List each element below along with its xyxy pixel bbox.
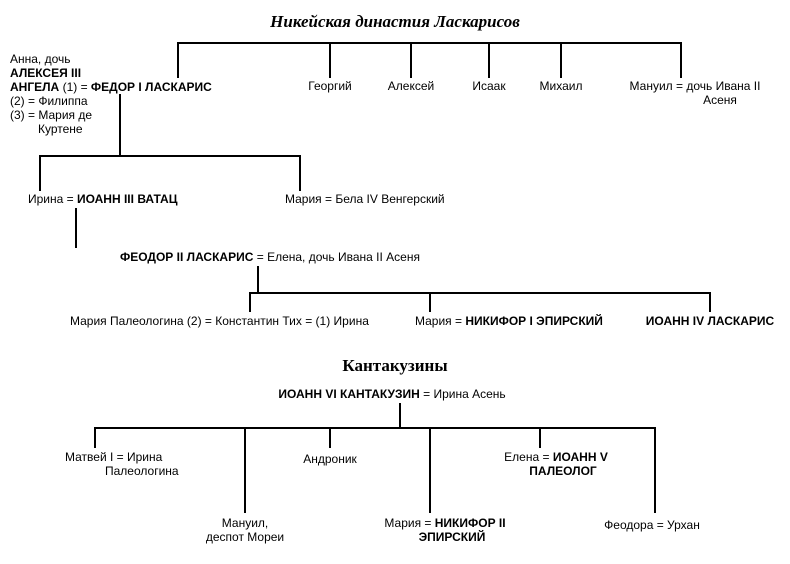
node-feodora-urkhan: Феодора = Урхан xyxy=(604,518,700,532)
node-manuil-morea-line2: деспот Мореи xyxy=(205,530,285,544)
laskaris-tree-title: Никейская династия Ласкарисов xyxy=(270,12,520,31)
node-anna-line2-aleksey-iii: АЛЕКСЕЯ III xyxy=(10,66,82,80)
irina-label: Ирина = xyxy=(28,192,77,206)
ioann-vi-label: ИОАНН VI КАНТАКУЗИН xyxy=(278,387,420,401)
laskaris-fedor-descent-comb xyxy=(39,94,301,191)
node-elena-ioann-v-line1: Елена = ИОАНН V xyxy=(504,450,608,464)
node-maria-nikifor-ii-line1: Мария = НИКИФОР II xyxy=(384,516,505,530)
node-andronik: Андроник xyxy=(303,452,357,466)
node-ioann-iv-laskaris: ИОАНН IV ЛАСКАРИС xyxy=(645,314,775,328)
node-anna-fedor-i-marriage: АНГЕЛА (1) = ФЕДОР I ЛАСКАРИС xyxy=(10,80,212,94)
node-manuil-line1: Мануил = дочь Ивана II xyxy=(629,79,761,93)
maria2-label: Мария = xyxy=(384,516,435,530)
node-irina-ioann-iii-vatats: Ирина = ИОАНН III ВАТАЦ xyxy=(28,192,177,206)
node-matvey-line1: Матвей I = Ирина xyxy=(65,450,163,464)
node-maria-bela-iv: Мария = Бела IV Венгерский xyxy=(285,192,445,206)
marriage1-label: (1) = xyxy=(59,80,91,94)
node-anna-line1: Анна, дочь xyxy=(10,52,71,66)
node-ioann-vi-kantakuzin: ИОАНН VI КАНТАКУЗИН = Ирина Асень xyxy=(278,387,505,401)
node-anna-line6-kurtene: Куртене xyxy=(38,122,83,136)
node-manuil-morea-line1: Мануил, xyxy=(221,516,269,530)
maria-label: Мария = xyxy=(415,314,466,328)
laskaris-gen1-comb xyxy=(177,42,682,78)
kantakuzin-descent-comb xyxy=(94,403,656,513)
irina-asen-label: = Ирина Асень xyxy=(419,387,506,401)
elena2-label: Елена = xyxy=(504,450,553,464)
nikifor-i-epirsky-label: НИКИФОР I ЭПИРСКИЙ xyxy=(465,314,603,328)
node-isaak: Исаак xyxy=(472,79,506,93)
kantakuzin-tree-title: Кантакузины xyxy=(342,356,448,375)
node-elena-ioann-v-line2: ПАЛЕОЛОГ xyxy=(529,464,597,478)
node-aleksey: Алексей xyxy=(387,79,435,93)
elena-label: = Елена, дочь Ивана II Асеня xyxy=(253,250,420,264)
node-matvey-line2: Палеологина xyxy=(105,464,179,478)
node-maria-nikifor-ii-line2: ЭПИРСКИЙ xyxy=(418,530,486,544)
angel-name-label: АНГЕЛА xyxy=(10,80,60,94)
node-mikhail: Михаил xyxy=(539,79,583,93)
node-manuil-line2: Асеня xyxy=(703,93,737,107)
node-georgy: Георгий xyxy=(308,79,352,93)
node-anna-line5-maria-de: (3) = Мария де xyxy=(10,108,93,122)
laskaris-feodor2-descent-comb xyxy=(249,266,711,312)
node-anna-line4-filippa: (2) = Филиппа xyxy=(10,94,88,108)
node-maria-paleologina-konstantin-tih: Мария Палеологина (2) = Константин Тих =… xyxy=(70,314,369,328)
feodor-ii-label: ФЕОДОР II ЛАСКАРИС xyxy=(120,250,254,264)
ioann-iii-vatats-label: ИОАНН III ВАТАЦ xyxy=(76,192,178,206)
node-maria-nikifor-i: Мария = НИКИФОР I ЭПИРСКИЙ xyxy=(415,314,603,328)
nikifor-ii-label: НИКИФОР II xyxy=(434,516,506,530)
node-feodor-ii-laskaris: ФЕОДОР II ЛАСКАРИС = Елена, дочь Ивана I… xyxy=(120,250,420,264)
ioann-v-label: ИОАНН V xyxy=(552,450,608,464)
fedor-i-laskaris-label: ФЕДОР I ЛАСКАРИС xyxy=(90,80,212,94)
